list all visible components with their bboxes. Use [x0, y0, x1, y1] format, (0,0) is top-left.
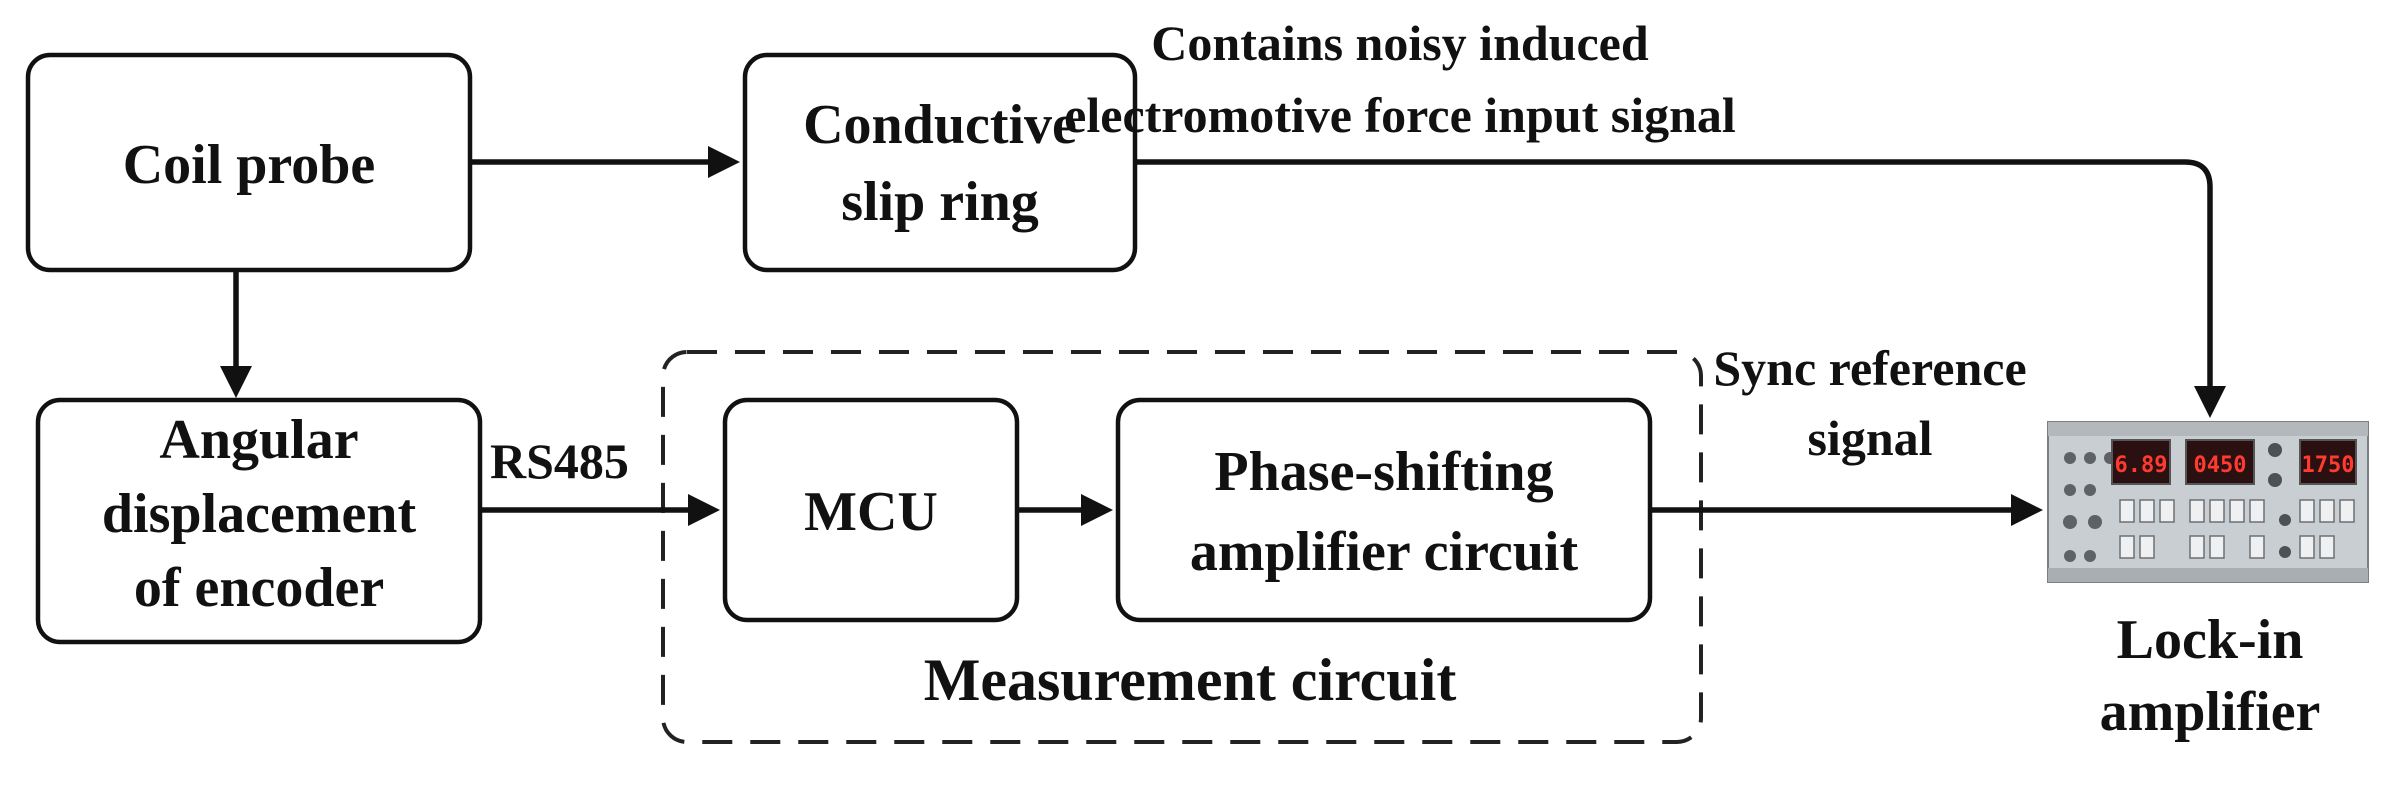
slip-ring-block: Conductive slip ring [742, 52, 1138, 273]
slipring-to-lockin-arrowhead [2194, 386, 2226, 418]
lockin-readout-2: 0450 [2194, 453, 2247, 478]
phaseamp-to-lockin-arrowhead [2011, 494, 2043, 526]
mcu-label: MCU [804, 481, 938, 543]
mcu-block: MCU [722, 397, 1020, 623]
noisy-emf-label-line1: Contains noisy induced [1151, 15, 1649, 71]
coil-probe-label: Coil probe [123, 134, 376, 196]
measurement-circuit-boundary [661, 350, 1703, 744]
coil-probe-block: Coil probe [25, 52, 473, 273]
mcu-to-phaseamp-arrowhead [1081, 494, 1113, 526]
noisy-emf-label-line2: electromotive force input signal [1064, 87, 1736, 143]
lockin-readout-3: 1750 [2302, 453, 2355, 478]
encoder-to-mcu-arrowhead [688, 494, 720, 526]
rs485-label: RS485 [490, 433, 629, 489]
phase-amp-label-line1: Phase-shifting [1214, 441, 1553, 503]
encoder-block: Angular displacement of encoder [35, 397, 483, 645]
encoder-label-line2: displacement [102, 483, 417, 545]
measurement-circuit-label: Measurement circuit [924, 647, 1457, 713]
lock-in-label-line1: Lock-in [2117, 609, 2304, 671]
encoder-label-line1: Angular [159, 409, 358, 471]
lock-in-amplifier-photo: 6.89 0450 1750 [2047, 421, 2369, 583]
lockin-readout-1: 6.89 [2115, 453, 2168, 478]
encoder-label-line3: of encoder [134, 557, 384, 619]
slip-ring-label-line1: Conductive [803, 94, 1077, 156]
coil-to-encoder-arrowhead [220, 366, 252, 398]
sync-ref-label-line2: signal [1807, 410, 1932, 466]
slipring-to-lockin-line [1135, 159, 2213, 392]
lock-in-label-line2: amplifier [2100, 681, 2321, 743]
sync-ref-label-line1: Sync reference [1713, 340, 2026, 396]
slip-ring-label-line2: slip ring [841, 171, 1039, 233]
phase-amp-block: Phase-shifting amplifier circuit [1115, 397, 1653, 623]
coil-to-slipring-arrowhead [708, 146, 740, 178]
phase-amp-label-line2: amplifier circuit [1190, 521, 1579, 583]
